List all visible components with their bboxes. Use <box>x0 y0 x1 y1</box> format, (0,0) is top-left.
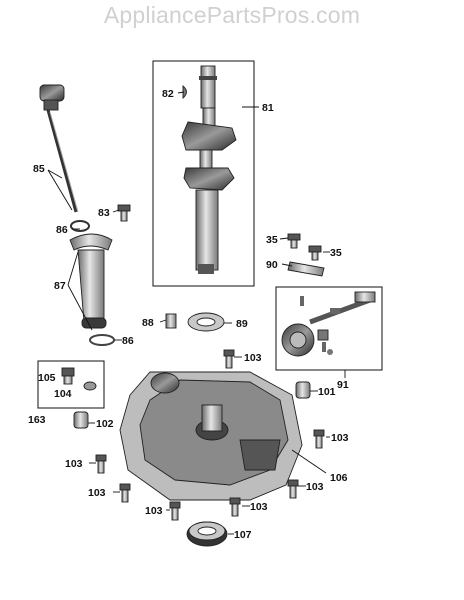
woodruff-key[interactable] <box>182 85 187 99</box>
washer-104[interactable] <box>83 381 97 391</box>
callout-labels: 82 81 85 83 86 35 35 90 87 88 89 86 103 … <box>28 88 349 541</box>
callout-82: 82 <box>162 88 174 100</box>
callout-103-a: 103 <box>244 352 262 364</box>
key-88[interactable] <box>165 313 177 329</box>
bolt-103-g[interactable] <box>169 501 181 521</box>
o-ring-top[interactable] <box>70 220 90 232</box>
governor-group-box <box>275 286 383 371</box>
callout-105: 105 <box>38 372 56 384</box>
callout-163: 163 <box>28 414 46 426</box>
callout-90: 90 <box>266 259 278 271</box>
crankshaft-group-box <box>152 60 255 287</box>
callout-104: 104 <box>54 388 72 400</box>
callout-86-bottom: 86 <box>122 335 134 347</box>
bolt-103-d[interactable] <box>287 479 299 499</box>
bolt-103-c[interactable] <box>95 454 107 474</box>
callout-101: 101 <box>318 386 336 398</box>
callout-83: 83 <box>98 207 110 219</box>
callout-103-b: 103 <box>65 458 83 470</box>
bolt-35-left[interactable] <box>287 233 301 249</box>
callout-35-right: 35 <box>330 247 342 259</box>
crankshaft[interactable] <box>181 65 237 274</box>
kit-163-box <box>37 360 105 409</box>
watermark: AppliancePartsPros.com <box>103 2 361 28</box>
callout-35-left: 35 <box>266 234 278 246</box>
callout-89: 89 <box>236 318 248 330</box>
plate-90[interactable] <box>287 261 325 277</box>
bushing-101[interactable] <box>295 381 311 399</box>
callout-88: 88 <box>142 317 154 329</box>
plug-105[interactable] <box>61 367 75 385</box>
callout-103-e: 103 <box>306 481 324 493</box>
dipstick-tube[interactable] <box>69 233 113 329</box>
engine-sump[interactable] <box>119 371 303 501</box>
callout-86-top: 86 <box>56 224 68 236</box>
bolt-103-b[interactable] <box>313 429 325 449</box>
callout-107: 107 <box>234 529 252 541</box>
bolt-35-right[interactable] <box>308 245 322 261</box>
screw-83[interactable] <box>117 204 131 222</box>
dipstick[interactable] <box>39 84 79 213</box>
callout-103-d: 103 <box>88 487 106 499</box>
bolt-103-f[interactable] <box>229 497 241 517</box>
callout-87: 87 <box>54 280 66 292</box>
leader-lines <box>47 91 346 535</box>
callout-91: 91 <box>337 379 349 391</box>
callout-106: 106 <box>330 472 348 484</box>
o-ring-bottom[interactable] <box>89 334 115 346</box>
callout-85: 85 <box>33 163 45 175</box>
governor-assembly[interactable] <box>281 291 376 357</box>
callout-103-g: 103 <box>145 505 163 517</box>
callout-103-c: 103 <box>331 432 349 444</box>
bolt-103-a[interactable] <box>223 349 235 369</box>
callout-103-f: 103 <box>250 501 268 513</box>
bushing-102[interactable] <box>73 411 89 429</box>
callout-81: 81 <box>262 102 274 114</box>
oil-seal-107[interactable] <box>186 521 228 547</box>
bolt-103-e[interactable] <box>119 483 131 503</box>
callout-102: 102 <box>96 418 114 430</box>
